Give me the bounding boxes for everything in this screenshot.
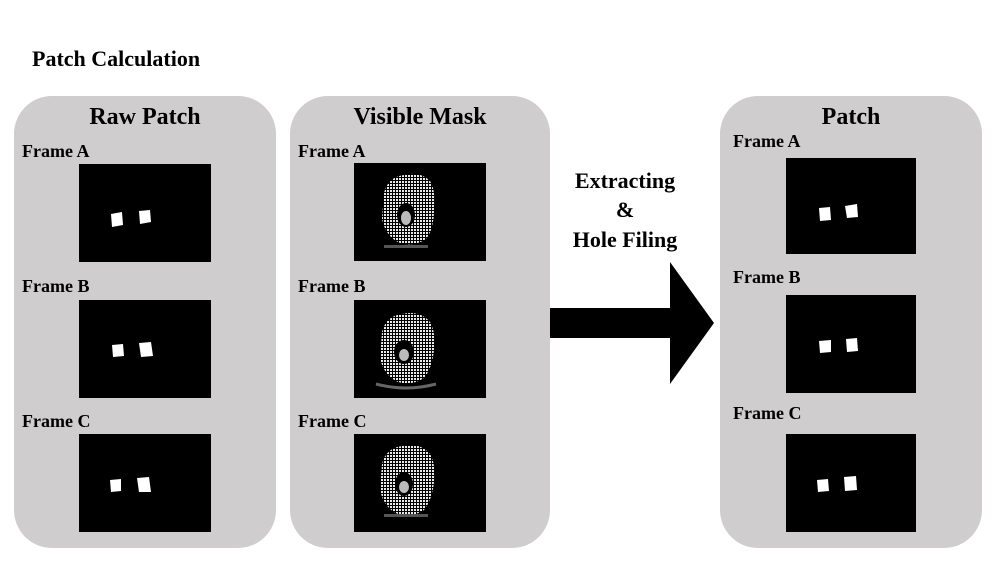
arrow-label-line2: &: [615, 197, 635, 222]
process-arrow-icon: [550, 262, 714, 384]
patch-frame-a-image: [786, 158, 916, 254]
raw-patch-title: Raw Patch: [89, 104, 201, 130]
mask-frame-a-image: [354, 163, 486, 261]
patch-title: Patch: [821, 104, 881, 130]
mask-frame-b-label: Frame B: [298, 276, 366, 296]
diagram-title: Patch Calculation: [32, 46, 201, 71]
patch-frame-a-label: Frame A: [733, 131, 801, 151]
arrow-label-line3: Hole Filing: [572, 227, 678, 252]
mask-frame-c-image: [354, 434, 486, 532]
patch-frame-c-image: [786, 434, 916, 532]
raw-frame-a-image: [79, 164, 211, 262]
arrow-label-line1: Extracting: [574, 168, 676, 193]
raw-frame-c-image: [79, 434, 211, 532]
mask-frame-b-image: [354, 300, 486, 398]
raw-frame-c-label: Frame C: [22, 411, 91, 431]
patch-frame-b-label: Frame B: [733, 267, 801, 287]
mask-frame-c-label: Frame C: [298, 411, 367, 431]
visible-mask-title: Visible Mask: [353, 104, 487, 130]
raw-frame-b-label: Frame B: [22, 276, 90, 296]
mask-frame-a-label: Frame A: [298, 141, 366, 161]
raw-frame-a-label: Frame A: [22, 141, 90, 161]
raw-frame-b-image: [79, 300, 211, 398]
patch-frame-c-label: Frame C: [733, 403, 802, 423]
patch-frame-b-image: [786, 295, 916, 393]
